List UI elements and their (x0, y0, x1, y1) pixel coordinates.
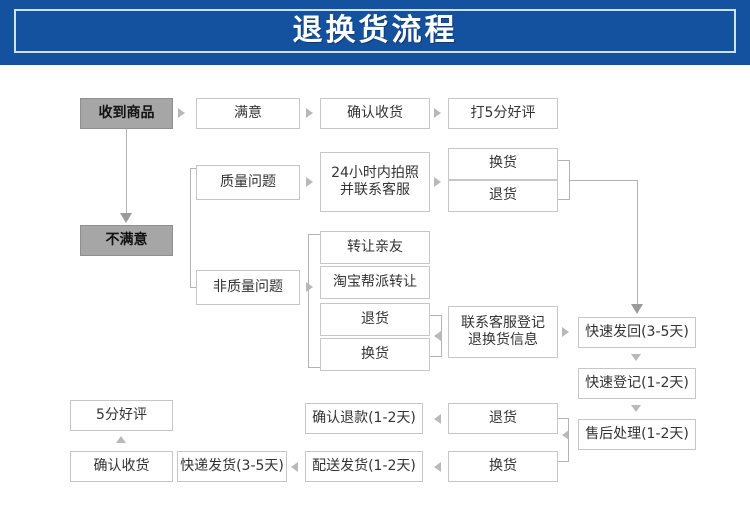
node-received-goods[interactable]: 收到商品 (80, 98, 173, 129)
bracket-nonquality-merge (430, 315, 442, 357)
node-delivery-shipping[interactable]: 配送发货(1-2天) (305, 451, 423, 482)
node-non-quality-issue[interactable]: 非质量问题 (196, 270, 300, 305)
bracket-results-merge (558, 418, 569, 462)
header-inner-border (14, 9, 736, 53)
arrow-photo-to-exchange-return (434, 177, 441, 187)
arrow-register-to-aftersales (631, 405, 641, 412)
arrow-service-to-nonquality (434, 331, 441, 341)
node-five-star-rating-top[interactable]: 打5分好评 (448, 98, 558, 129)
bracket-nonquality-options (308, 234, 320, 368)
line-quality-merge-down (637, 180, 638, 305)
arrow-sendback-to-register (631, 354, 641, 361)
node-confirm-refund[interactable]: 确认退款(1-2天) (305, 403, 423, 434)
node-photo-contact-service[interactable]: 24小时内拍照 并联系客服 (320, 152, 430, 212)
arrow-quality-to-photo (306, 177, 313, 187)
node-contact-service-register[interactable]: 联系客服登记 退换货信息 (448, 306, 558, 358)
node-express-shipping[interactable]: 快递发货(3-5天) (177, 451, 287, 482)
node-satisfied[interactable]: 满意 (196, 98, 300, 129)
arrow-confirm-to-rating-bottom (116, 436, 126, 443)
node-not-satisfied[interactable]: 不满意 (80, 225, 173, 256)
arrow-delivery-to-express (291, 462, 298, 472)
arrow-down-to-notsatisfied (120, 213, 132, 223)
node-exchange-nonquality[interactable]: 换货 (320, 338, 430, 371)
node-confirm-receipt-top[interactable]: 确认收货 (320, 98, 430, 129)
arrow-nonquality-to-options (306, 282, 313, 292)
bracket-quality-merge (558, 160, 570, 200)
node-exchange-result[interactable]: 换货 (448, 451, 558, 482)
node-confirm-receipt-bottom[interactable]: 确认收货 (70, 451, 173, 482)
line-received-to-notsatisfied (126, 129, 127, 214)
node-exchange-quality[interactable]: 换货 (448, 148, 558, 180)
node-fast-send-back[interactable]: 快速发回(3-5天) (578, 317, 696, 348)
page-title: 退换货流程 (292, 13, 458, 48)
node-return-quality[interactable]: 退货 (448, 180, 558, 212)
arrow-exchange-to-delivery (434, 462, 441, 472)
arrow-satisfied-to-confirm (306, 108, 313, 118)
node-transfer-friends[interactable]: 转让亲友 (320, 231, 430, 264)
node-after-sales-handling[interactable]: 售后处理(1-2天) (578, 419, 696, 450)
arrow-received-to-satisfied (178, 108, 185, 118)
arrow-confirm-to-rating (434, 108, 441, 118)
arrow-service-to-fast-send-back (562, 327, 569, 337)
arrow-return-to-refund (434, 414, 441, 424)
node-quality-issue[interactable]: 质量问题 (196, 165, 300, 200)
node-five-star-rating-bottom[interactable]: 5分好评 (70, 400, 173, 431)
arrow-down-to-fast-send-back (631, 304, 643, 314)
node-return-result[interactable]: 退货 (448, 403, 558, 434)
header-underline (0, 62, 750, 65)
header-banner: 退换货流程 (0, 0, 750, 62)
node-fast-register[interactable]: 快速登记(1-2天) (578, 368, 696, 399)
arrow-aftersales-to-results (562, 430, 569, 440)
node-return-nonquality[interactable]: 退货 (320, 303, 430, 336)
line-quality-merge-right (570, 180, 637, 181)
node-taobao-group-transfer[interactable]: 淘宝帮派转让 (320, 266, 430, 299)
